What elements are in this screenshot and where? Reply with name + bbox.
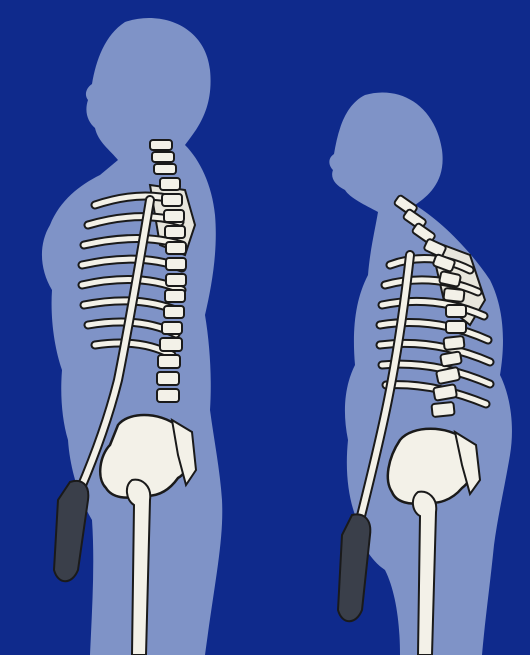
- upright-cervical-spine: [150, 140, 176, 174]
